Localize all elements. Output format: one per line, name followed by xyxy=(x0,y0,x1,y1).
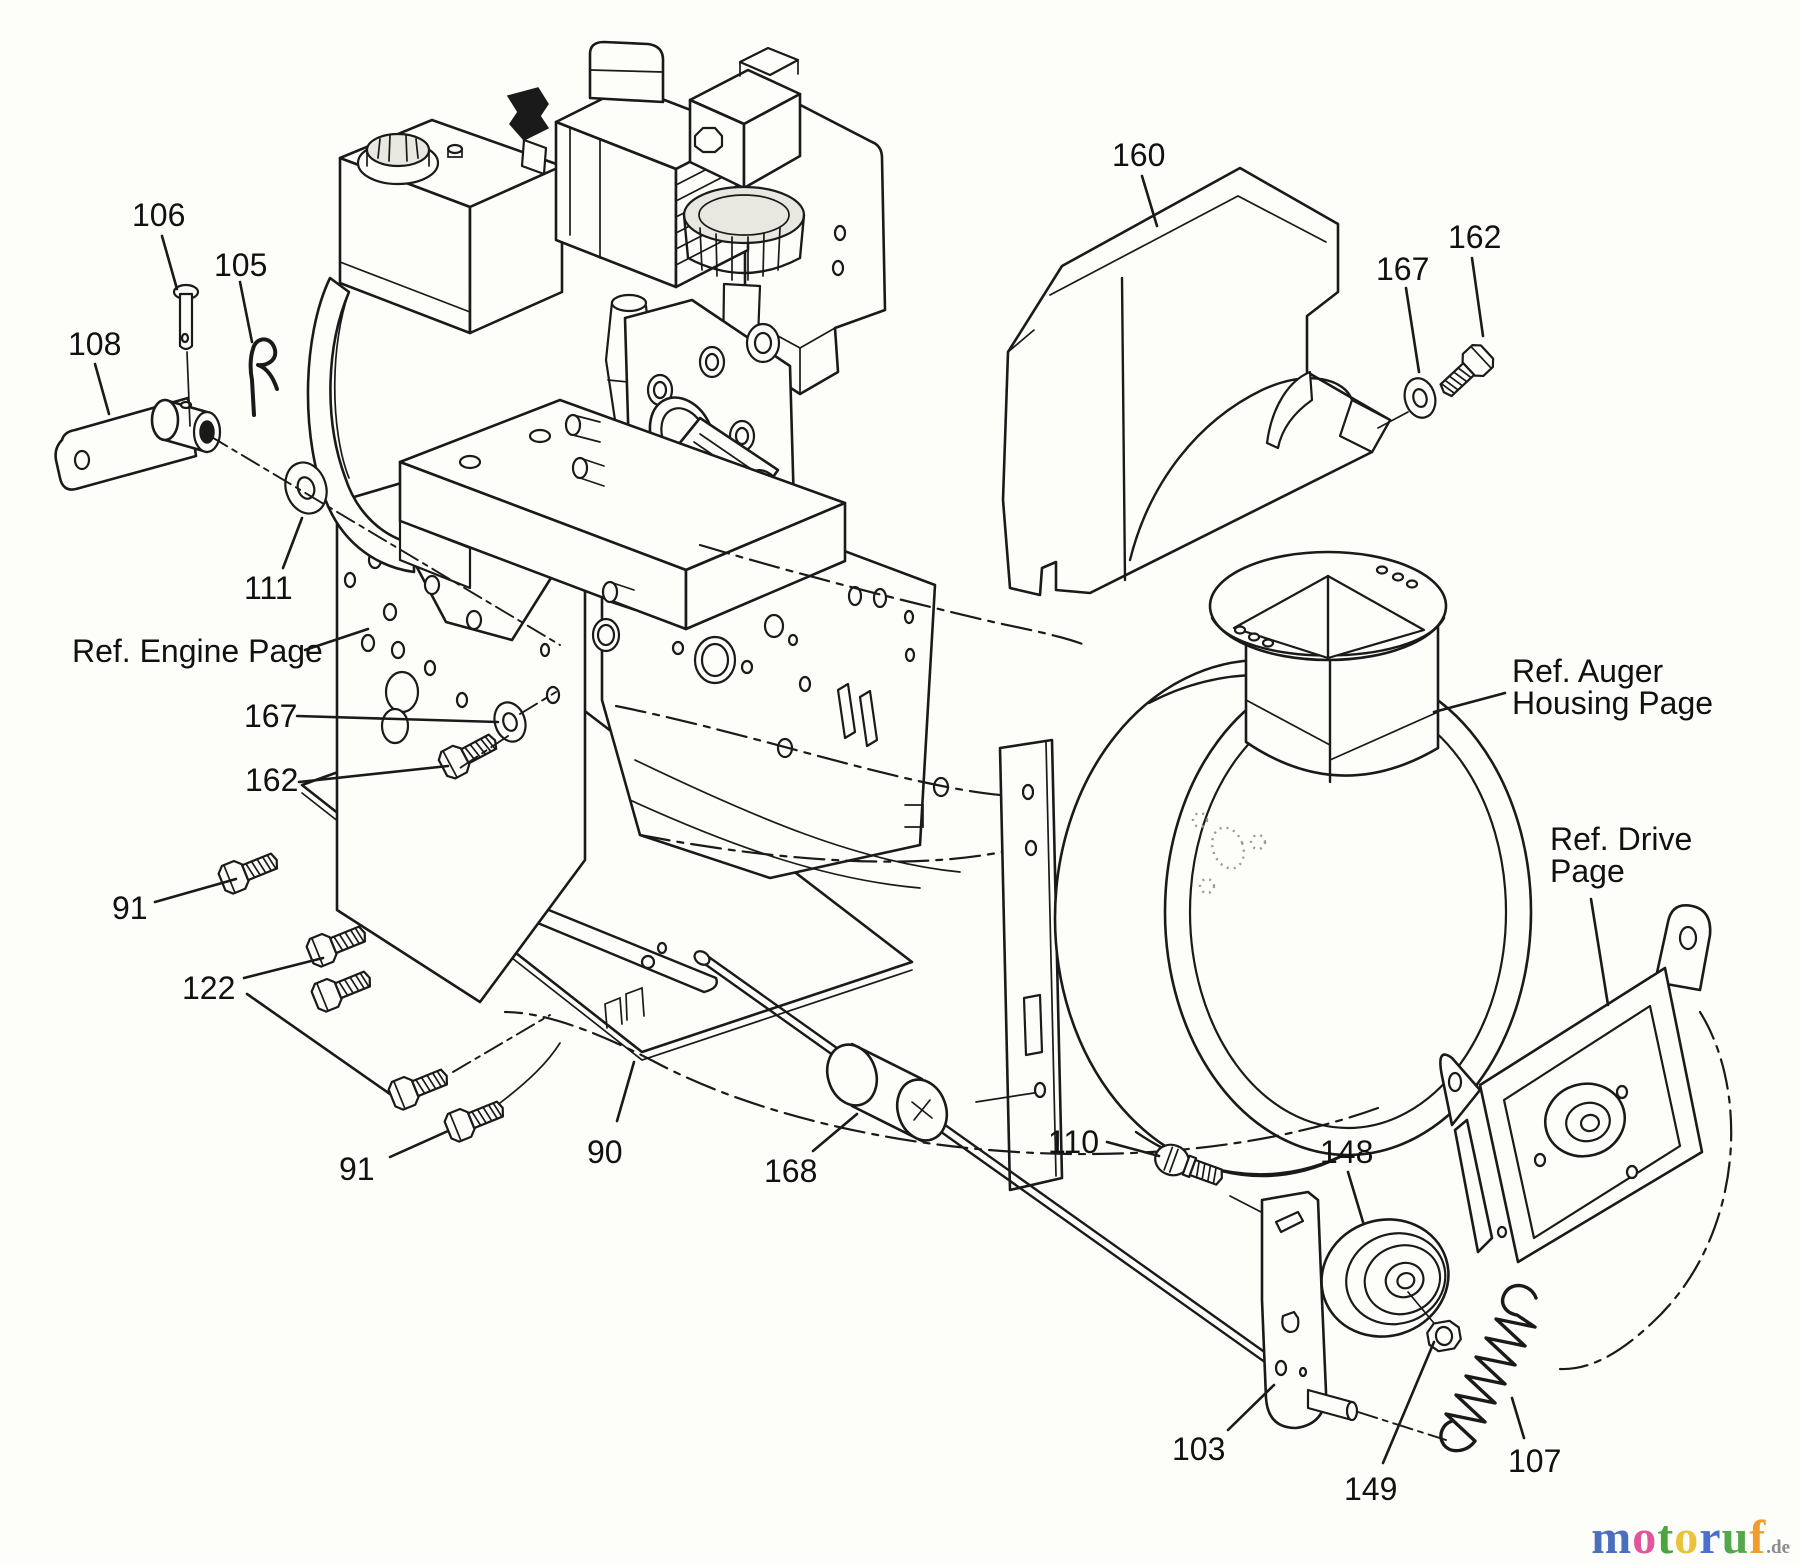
impeller-logo-watermark xyxy=(1191,811,1267,895)
fuel-tank xyxy=(338,118,564,335)
part-labels: 106 105 108 111 Ref. Engine Page 167 162… xyxy=(68,137,1713,1507)
label-162-right: 162 xyxy=(1448,219,1501,255)
label-ref-auger-line2: Housing Page xyxy=(1512,685,1713,721)
label-108: 108 xyxy=(68,326,121,362)
pin-centerline xyxy=(1357,1411,1447,1441)
engine-heat-shield xyxy=(743,94,887,396)
bolt-110-centerline xyxy=(1229,1195,1264,1214)
watermark-letter: u xyxy=(1721,1511,1750,1564)
flat-washer-167-right xyxy=(1399,373,1441,423)
hairpin-clip-105 xyxy=(248,337,279,417)
belt-routing-lines xyxy=(452,543,1087,1104)
flat-washer-111 xyxy=(284,461,328,515)
label-ref-drive-line1: Ref. Drive xyxy=(1550,821,1692,857)
roller-spacer-168 xyxy=(825,1042,949,1143)
watermark-text: motoruf xyxy=(1591,1511,1766,1564)
bolt-162-centerline xyxy=(459,691,557,769)
label-168: 168 xyxy=(764,1153,817,1189)
drive-plate-dash-line xyxy=(1558,1010,1733,1371)
clevis-pin-106 xyxy=(172,283,200,427)
label-91-top: 91 xyxy=(112,890,148,926)
spark-plug xyxy=(520,138,548,176)
muffler xyxy=(588,40,665,104)
drive-plate xyxy=(1439,904,1712,1264)
drive-plate-left-ear xyxy=(1439,1053,1482,1127)
hex-bolt-91-bottom xyxy=(441,1092,510,1146)
control-rod xyxy=(693,950,1320,1399)
air-cleaner-box xyxy=(688,46,802,190)
label-103: 103 xyxy=(1172,1431,1225,1467)
impeller-housing xyxy=(975,550,1533,1192)
label-111: 111 xyxy=(244,570,293,606)
label-149: 149 xyxy=(1344,1471,1397,1507)
bolt-110 xyxy=(1154,1143,1223,1186)
label-167-left: 167 xyxy=(244,698,297,734)
belt-under-line xyxy=(503,1010,1380,1156)
label-122: 122 xyxy=(182,970,235,1006)
idler-pulley-148 xyxy=(1320,1218,1450,1338)
fuel-cap xyxy=(365,132,431,168)
label-ref-auger-line1: Ref. Auger xyxy=(1512,653,1664,689)
label-90: 90 xyxy=(587,1134,623,1170)
hex-bolt-122-c xyxy=(385,1060,454,1114)
watermark-letter: m xyxy=(1591,1511,1633,1564)
watermark-letter: o xyxy=(1674,1511,1700,1564)
spark-plug-boot xyxy=(506,87,550,141)
watermark-letter: o xyxy=(1632,1511,1658,1564)
label-ref-engine-page: Ref. Engine Page xyxy=(72,633,323,669)
watermark-suffix: .de xyxy=(1766,1537,1790,1558)
engine-assembly xyxy=(306,40,887,631)
pivot-arm-108 xyxy=(54,396,222,491)
watermark-logo: motoruf.de xyxy=(1591,1514,1790,1562)
hex-bolt-91-top xyxy=(215,844,284,898)
watermark-letter: r xyxy=(1699,1511,1722,1564)
label-107: 107 xyxy=(1508,1443,1561,1479)
label-105: 105 xyxy=(214,247,267,283)
idler-arm-103 xyxy=(1260,1190,1359,1430)
watermark-letter: f xyxy=(1749,1511,1767,1564)
chute-base xyxy=(1208,550,1448,784)
pivot-centerline xyxy=(209,435,561,646)
flywheel-housing xyxy=(306,276,416,574)
label-160: 160 xyxy=(1112,137,1165,173)
label-167-right: 167 xyxy=(1376,251,1429,287)
label-ref-drive-line2: Page xyxy=(1550,853,1625,889)
hex-bolt-122-b xyxy=(308,962,377,1016)
watermark-letter: t xyxy=(1657,1511,1675,1564)
housing-back-plate xyxy=(998,738,1064,1192)
label-91-bottom: 91 xyxy=(339,1151,375,1187)
engine-base xyxy=(398,398,847,631)
air-box-bolt xyxy=(693,126,724,154)
label-106: 106 xyxy=(132,197,185,233)
label-162-left: 162 xyxy=(245,762,298,798)
belt-cover xyxy=(1001,166,1392,597)
hex-bolt-162-right xyxy=(1432,339,1499,405)
label-148: 148 xyxy=(1320,1134,1373,1170)
leader-lines xyxy=(93,174,1610,1465)
extension-spring-107 xyxy=(1439,1283,1538,1453)
cover-bolt-centerline xyxy=(1377,411,1409,429)
label-110: 110 xyxy=(1048,1124,1099,1160)
